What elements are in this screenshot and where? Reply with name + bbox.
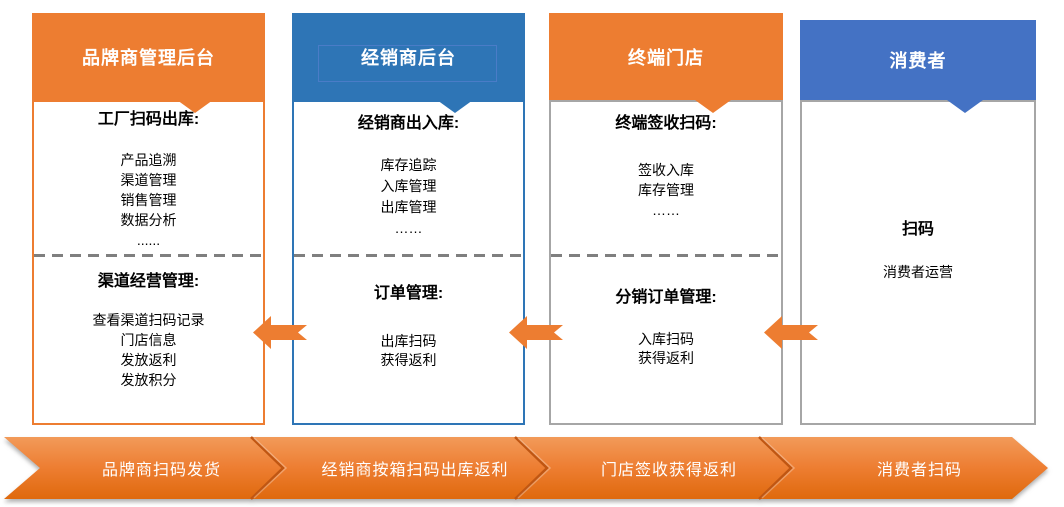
feature-item: 出库管理 xyxy=(380,199,437,215)
column-consumer-body: 扫码 消费者运营 xyxy=(800,100,1036,425)
section-title: 分销订单管理: xyxy=(615,289,717,306)
feature-item: 数据分析 xyxy=(120,212,177,228)
feature-item: 消费者运营 xyxy=(883,264,953,280)
column-consumer: 消费者 扫码 消费者运营 xyxy=(800,0,1036,433)
feature-item: 发放积分 xyxy=(120,372,177,388)
feature-item: …… xyxy=(394,220,423,236)
column-distributor-body: 经销商出入库: 库存追踪 入库管理 出库管理 …… 订单管理: 出库扫码 获得返… xyxy=(292,100,525,425)
column-store-body: 终端签收扫码: 签收入库 库存管理 …… 分销订单管理: 入库扫码 获得返利 xyxy=(549,100,783,425)
feature-item: …… xyxy=(652,202,680,218)
section-title: 终端签收扫码: xyxy=(615,115,717,132)
feature-item: 获得返利 xyxy=(638,350,694,366)
feature-list: 出库扫码 获得返利 xyxy=(294,332,523,370)
column-store-title: 终端门店 xyxy=(628,47,704,68)
column-brand-header: 品牌商管理后台 xyxy=(32,13,265,113)
header-pointer-icon xyxy=(437,100,474,113)
column-distributor-title: 经销商后台 xyxy=(361,47,456,68)
column-store-header: 终端门店 xyxy=(549,13,783,113)
header-pointer-icon xyxy=(694,100,731,113)
column-brand-body: 工厂扫码出库: 产品追溯 渠道管理 销售管理 数据分析 ...... 渠道经营管… xyxy=(32,100,265,425)
feature-list: 入库扫码 获得返利 xyxy=(551,330,781,368)
feature-list: 查看渠道扫码记录 门店信息 发放返利 发放积分 xyxy=(34,310,263,390)
flow-arrow-left-icon xyxy=(509,316,563,349)
flow-arrow-left-icon xyxy=(253,316,307,349)
column-consumer-header: 消费者 xyxy=(800,20,1036,113)
feature-item: 签收入库 xyxy=(638,162,694,178)
section-divider xyxy=(551,254,781,257)
feature-item: 查看渠道扫码记录 xyxy=(92,312,205,328)
feature-item: ...... xyxy=(136,232,161,248)
feature-item: 发放返利 xyxy=(120,352,177,368)
column-consumer-title: 消费者 xyxy=(889,51,947,71)
flow-band-segment-label: 消费者扫码 xyxy=(876,462,962,479)
feature-item: 渠道管理 xyxy=(120,172,177,188)
feature-item: 产品追溯 xyxy=(120,152,177,168)
section-title: 订单管理: xyxy=(373,285,444,302)
feature-item: 获得返利 xyxy=(380,352,437,368)
section-title: 渠道经营管理: xyxy=(97,273,200,290)
feature-list: 库存追踪 入库管理 出库管理 …… xyxy=(294,155,523,239)
feature-list: 产品追溯 渠道管理 销售管理 数据分析 ...... xyxy=(34,150,263,250)
section-title: 扫码 xyxy=(901,221,934,238)
flow-band-segment-label: 经销商按箱扫码出库返利 xyxy=(321,462,509,479)
flow-band-shape xyxy=(4,436,1048,500)
section-divider xyxy=(34,254,263,257)
feature-item: 销售管理 xyxy=(120,192,177,208)
textbox-outline xyxy=(318,45,497,82)
flow-band: 品牌商扫码发货 经销商按箱扫码出库返利 门店签收获得返利 消费者扫码 xyxy=(0,433,1064,507)
column-store: 终端门店 终端签收扫码: 签收入库 库存管理 …… 分销订单管理: 入库扫码 获… xyxy=(549,0,783,433)
flow-band-segment-label: 品牌商扫码发货 xyxy=(101,462,221,479)
feature-item: 出库扫码 xyxy=(380,333,437,349)
feature-item: 库存追踪 xyxy=(380,157,437,173)
column-brand: 品牌商管理后台 工厂扫码出库: 产品追溯 渠道管理 销售管理 数据分析 ....… xyxy=(32,0,265,433)
section-title: 经销商出入库: xyxy=(357,115,460,132)
section-title: 工厂扫码出库: xyxy=(97,111,200,128)
feature-item: 入库扫码 xyxy=(638,331,694,347)
feature-item: 入库管理 xyxy=(380,178,437,194)
feature-item: 库存管理 xyxy=(638,182,694,198)
feature-list: 签收入库 库存管理 …… xyxy=(551,160,781,220)
header-pointer-icon xyxy=(947,100,984,113)
column-distributor-header: 经销商后台 xyxy=(292,13,525,113)
flow-band-segment-label: 门店签收获得返利 xyxy=(600,462,737,479)
feature-item: 门店信息 xyxy=(120,332,177,348)
header-pointer-icon xyxy=(177,100,214,113)
feature-list: 消费者运营 xyxy=(802,262,1034,282)
flow-arrow-left-icon xyxy=(764,316,818,349)
section-divider xyxy=(294,254,523,257)
column-brand-title: 品牌商管理后台 xyxy=(82,47,215,68)
column-distributor: 经销商后台 经销商出入库: 库存追踪 入库管理 出库管理 …… 订单管理: 出库… xyxy=(292,0,525,433)
